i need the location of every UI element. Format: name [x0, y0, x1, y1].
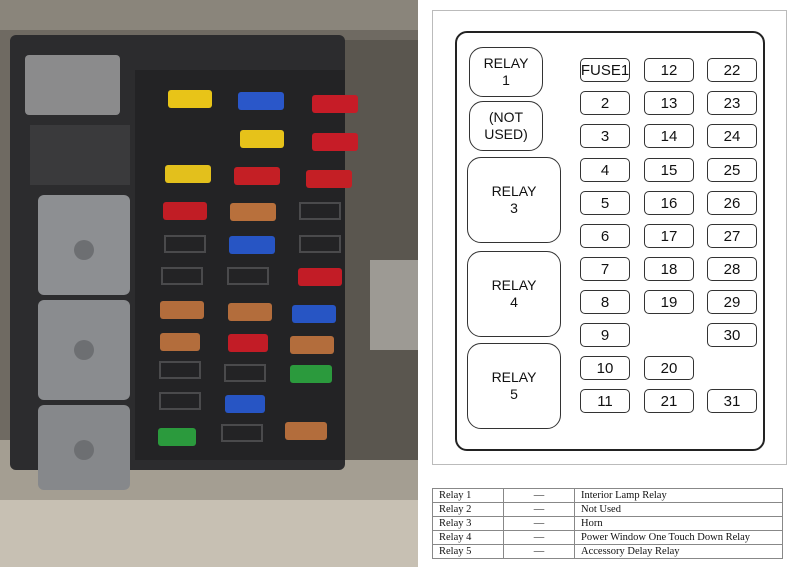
- fuse-28: 28: [707, 257, 757, 281]
- fuse-19: 19: [644, 290, 694, 314]
- fuse-3: 3: [580, 124, 630, 148]
- fuse-2: 2: [580, 91, 630, 115]
- legend-relay: Relay 1: [432, 488, 504, 503]
- relay-3-box: RELAY 3: [467, 157, 561, 243]
- fuse-17: 17: [644, 224, 694, 248]
- fuse-29: 29: [707, 290, 757, 314]
- fuse-27: 27: [707, 224, 757, 248]
- fuse-12: 12: [644, 58, 694, 82]
- legend-description: Horn: [574, 516, 783, 531]
- legend-relay: Relay 4: [432, 530, 504, 545]
- fuse-7: 7: [580, 257, 630, 281]
- legend-description: Accessory Delay Relay: [574, 544, 783, 559]
- fuse-5: 5: [580, 191, 630, 215]
- fuse-1: FUSE1: [580, 58, 630, 82]
- fuse-15: 15: [644, 158, 694, 182]
- relay-1-box: RELAY 1: [469, 47, 543, 97]
- relay-4-box: RELAY 4: [467, 251, 561, 337]
- fuse-20: 20: [644, 356, 694, 380]
- not-used-box: (NOT USED): [469, 101, 543, 151]
- fuse-6: 6: [580, 224, 630, 248]
- table-row: Relay 1 — Interior Lamp Relay: [432, 488, 783, 503]
- table-row: Relay 4 — Power Window One Touch Down Re…: [432, 530, 783, 545]
- fuse-box-photo: [0, 0, 418, 567]
- legend-description: Not Used: [574, 502, 783, 517]
- fuse-13: 13: [644, 91, 694, 115]
- legend-dash: —: [503, 516, 575, 531]
- fuse-10: 10: [580, 356, 630, 380]
- fuse-9: 9: [580, 323, 630, 347]
- fuse-14: 14: [644, 124, 694, 148]
- fuse-22: 22: [707, 58, 757, 82]
- fuse-21: 21: [644, 389, 694, 413]
- legend-description: Power Window One Touch Down Relay: [574, 530, 783, 545]
- legend-relay: Relay 5: [432, 544, 504, 559]
- fuse-11: 11: [580, 389, 630, 413]
- fuse-31: 31: [707, 389, 757, 413]
- fuse-8: 8: [580, 290, 630, 314]
- fuse-26: 26: [707, 191, 757, 215]
- fuse-diagram-panel: RELAY 1 (NOT USED) RELAY 3 RELAY 4 RELAY…: [432, 10, 787, 465]
- table-row: Relay 2 — Not Used: [432, 502, 783, 517]
- legend-relay: Relay 2: [432, 502, 504, 517]
- legend-dash: —: [503, 544, 575, 559]
- legend-dash: —: [503, 488, 575, 503]
- fuse-16: 16: [644, 191, 694, 215]
- fuse-4: 4: [580, 158, 630, 182]
- legend-dash: —: [503, 530, 575, 545]
- relay-5-box: RELAY 5: [467, 343, 561, 429]
- fuse-25: 25: [707, 158, 757, 182]
- relay-legend-table: Relay 1 — Interior Lamp Relay Relay 2 — …: [432, 488, 783, 559]
- fuse-23: 23: [707, 91, 757, 115]
- table-row: Relay 5 — Accessory Delay Relay: [432, 544, 783, 559]
- legend-description: Interior Lamp Relay: [574, 488, 783, 503]
- fuse-30: 30: [707, 323, 757, 347]
- fuse-18: 18: [644, 257, 694, 281]
- table-row: Relay 3 — Horn: [432, 516, 783, 531]
- fuse-24: 24: [707, 124, 757, 148]
- legend-dash: —: [503, 502, 575, 517]
- legend-relay: Relay 3: [432, 516, 504, 531]
- fuse-diagram-frame: RELAY 1 (NOT USED) RELAY 3 RELAY 4 RELAY…: [455, 31, 765, 451]
